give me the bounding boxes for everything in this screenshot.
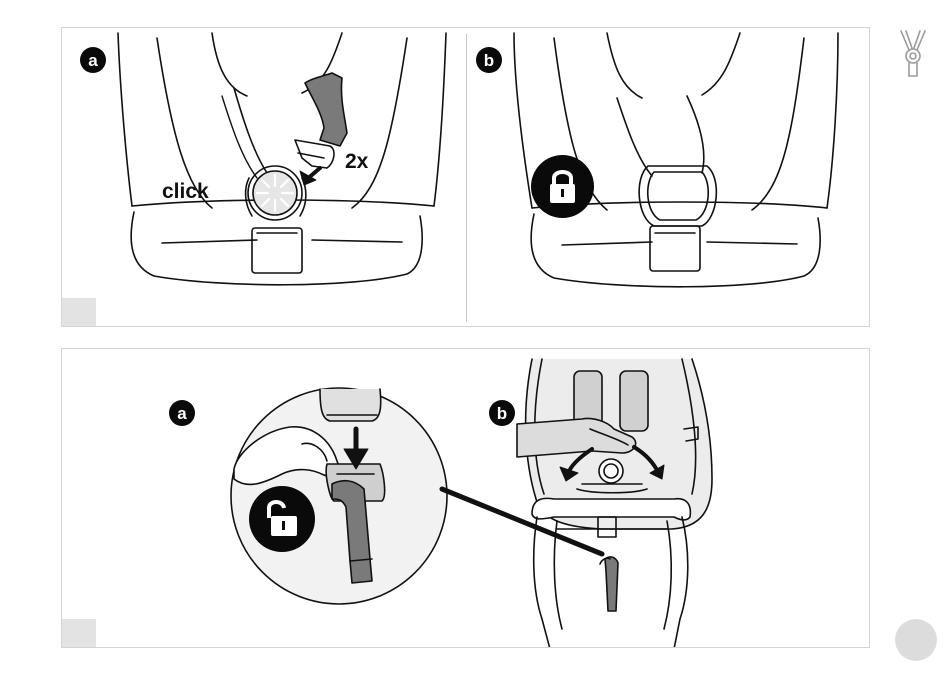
harness-icon <box>898 28 928 80</box>
bottom-instruction-panel: a b <box>61 348 870 648</box>
step-badge-a-bottom: a <box>169 400 195 426</box>
step-badge-a-top: a <box>80 47 106 73</box>
harness-release-illustration <box>62 349 870 648</box>
count-label: 2x <box>345 150 368 174</box>
page-indicator-dot <box>895 619 937 661</box>
corner-marker-top <box>62 298 96 326</box>
lock-open-icon <box>249 486 315 552</box>
step-badge-b-top: b <box>476 47 502 73</box>
panel-divider <box>466 34 467 322</box>
step-badge-b-bottom: b <box>489 400 515 426</box>
corner-marker-bottom <box>62 619 96 647</box>
click-label: click <box>162 180 209 204</box>
top-instruction-panel: a click 2x b <box>61 27 870 327</box>
lock-closed-icon <box>531 155 594 218</box>
